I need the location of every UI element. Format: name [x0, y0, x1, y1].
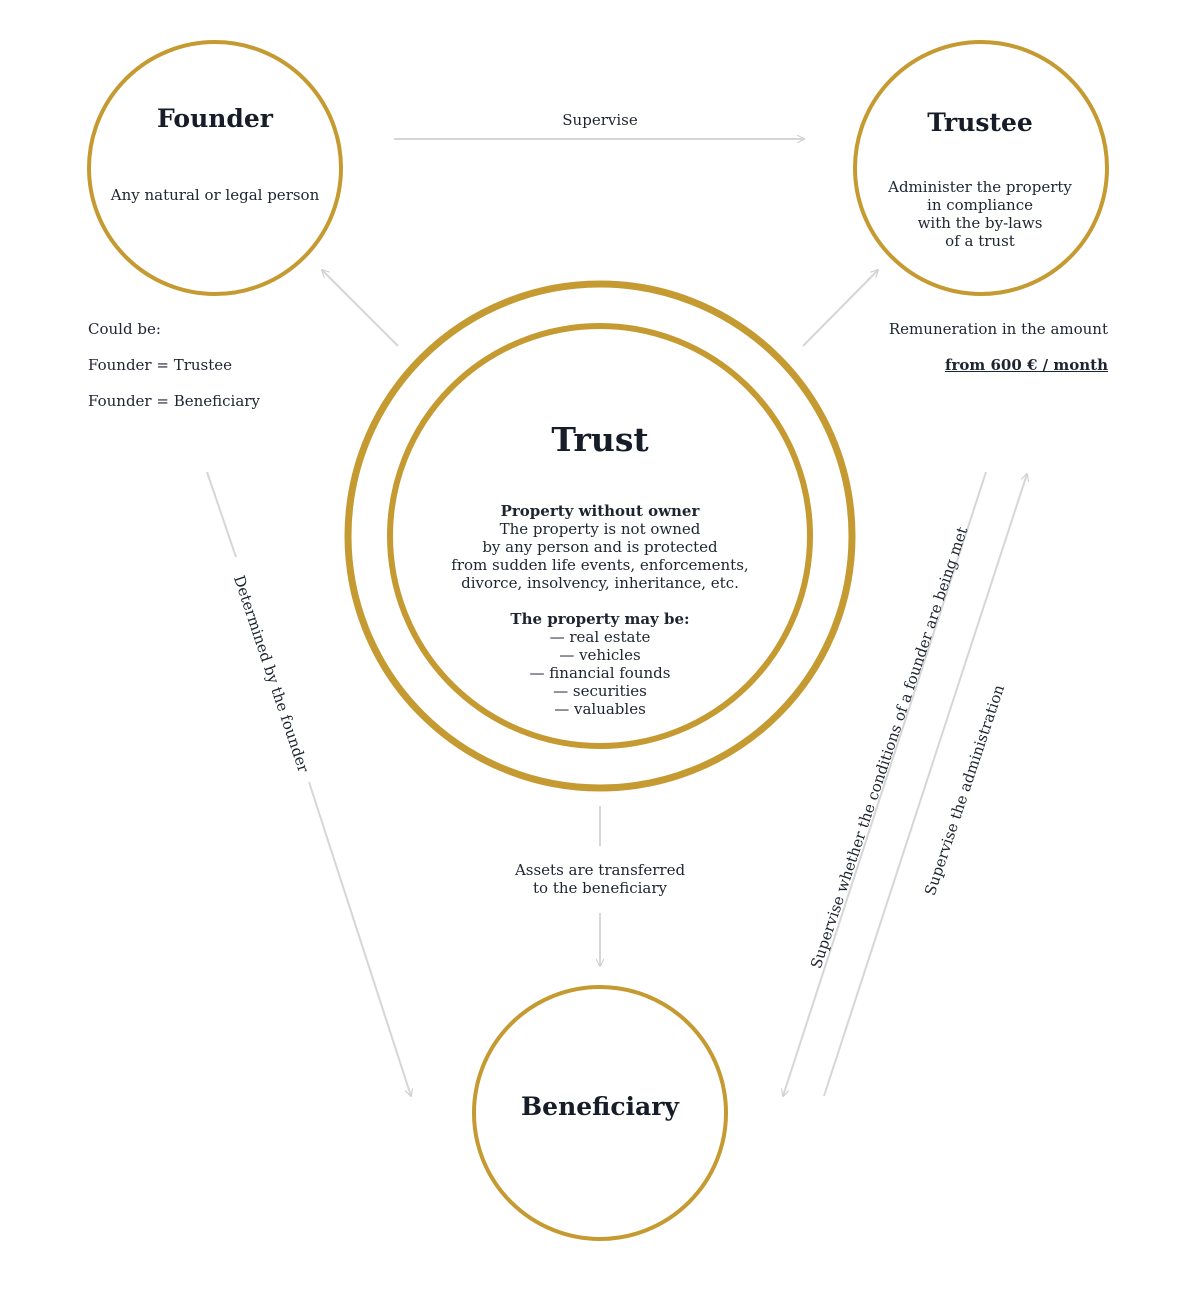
arrow-trustee-to-beneficiary [783, 471, 987, 1096]
spacer [440, 592, 760, 610]
beneficiary-title: Beneficiary [521, 1092, 679, 1121]
trust-list-item: — valuables [554, 700, 646, 718]
edge-label-assets-transferred: Assets are transferred to the beneficiar… [514, 861, 686, 897]
trust-text-line: divorce, insolvency, inheritance, etc. [461, 574, 739, 592]
arrow-trust-to-trustee [802, 270, 878, 347]
founder-could-be-label: Could be: [88, 320, 161, 338]
trust-heading-property-may-be: The property may be: [510, 610, 690, 628]
beneficiary-circle [472, 985, 728, 1241]
edge-label-supervise: Supervise [562, 111, 638, 129]
arrow-trust-to-founder [322, 270, 399, 347]
founder-description: Any natural or legal person [110, 186, 320, 204]
arrow-founder-to-beneficiary-top [206, 471, 237, 558]
founder-circle [87, 40, 343, 296]
trust-text-line: The property is not owned [499, 520, 701, 538]
trustee-circle [853, 40, 1109, 296]
trust-inner-circle [387, 323, 813, 749]
founder-equals-beneficiary: Founder = Beneficiary [88, 392, 260, 410]
trust-text-line: from sudden life events, enforcements, [451, 556, 749, 574]
trustee-title: Trustee [927, 108, 1033, 137]
trust-list-item: — real estate [549, 628, 651, 646]
founder-equals-trustee: Founder = Trustee [88, 356, 233, 374]
trustee-description: Administer the property in compliance wi… [888, 178, 1072, 250]
arrow-founder-to-beneficiary [308, 781, 411, 1096]
trust-list-item: — securities [553, 682, 647, 700]
remuneration-value: from 600 € / month [945, 356, 1108, 374]
trust-heading-property-without-owner: Property without owner [500, 502, 700, 520]
trust-title: Trust [551, 420, 649, 459]
trust-description: Property without owner The property is n… [440, 502, 760, 718]
trust-text-line: by any person and is protected [482, 538, 718, 556]
remuneration-label: Remuneration in the amount [888, 320, 1108, 338]
trust-list-item: — vehicles [559, 646, 641, 664]
trust-list-item: — financial founds [529, 664, 671, 682]
arrow-beneficiary-to-trustee [823, 474, 1027, 1097]
trust-outer-circle [344, 280, 856, 792]
founder-title: Founder [157, 104, 273, 133]
